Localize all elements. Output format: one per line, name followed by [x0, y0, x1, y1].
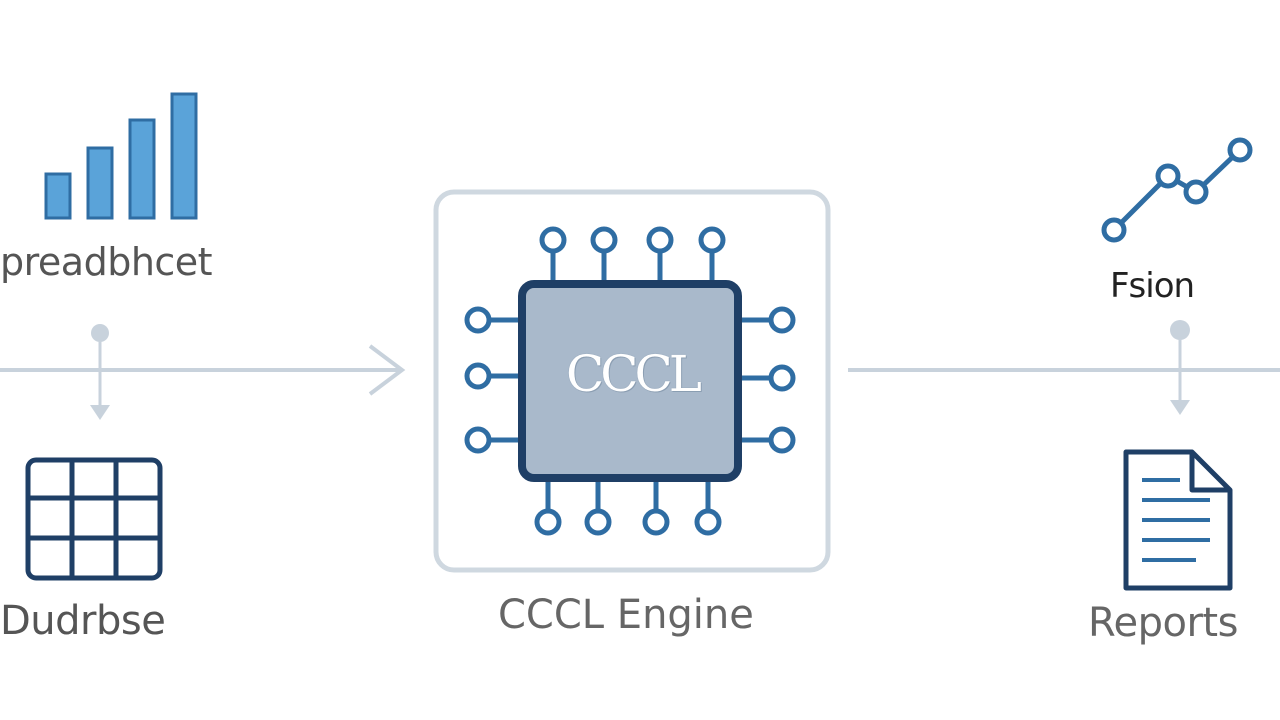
engine-label: CCCL Engine: [498, 592, 754, 638]
database-label: Dudrbse: [0, 598, 166, 644]
chip-label: CCCL: [566, 345, 702, 403]
bar-chart-icon: [44, 92, 198, 220]
left-vertical-link: [90, 324, 110, 420]
spreadsheet-label: preadbhcet: [0, 240, 213, 284]
grid-table-icon: [25, 457, 163, 581]
line-chart-icon: [1101, 137, 1253, 243]
fusion-label: Fsion: [1110, 266, 1195, 306]
document-icon: [1123, 449, 1233, 591]
right-vertical-link: [1170, 320, 1190, 415]
left-connector: [0, 344, 406, 396]
reports-label: Reports: [1088, 600, 1238, 646]
cpu-chip-icon: [464, 226, 796, 536]
